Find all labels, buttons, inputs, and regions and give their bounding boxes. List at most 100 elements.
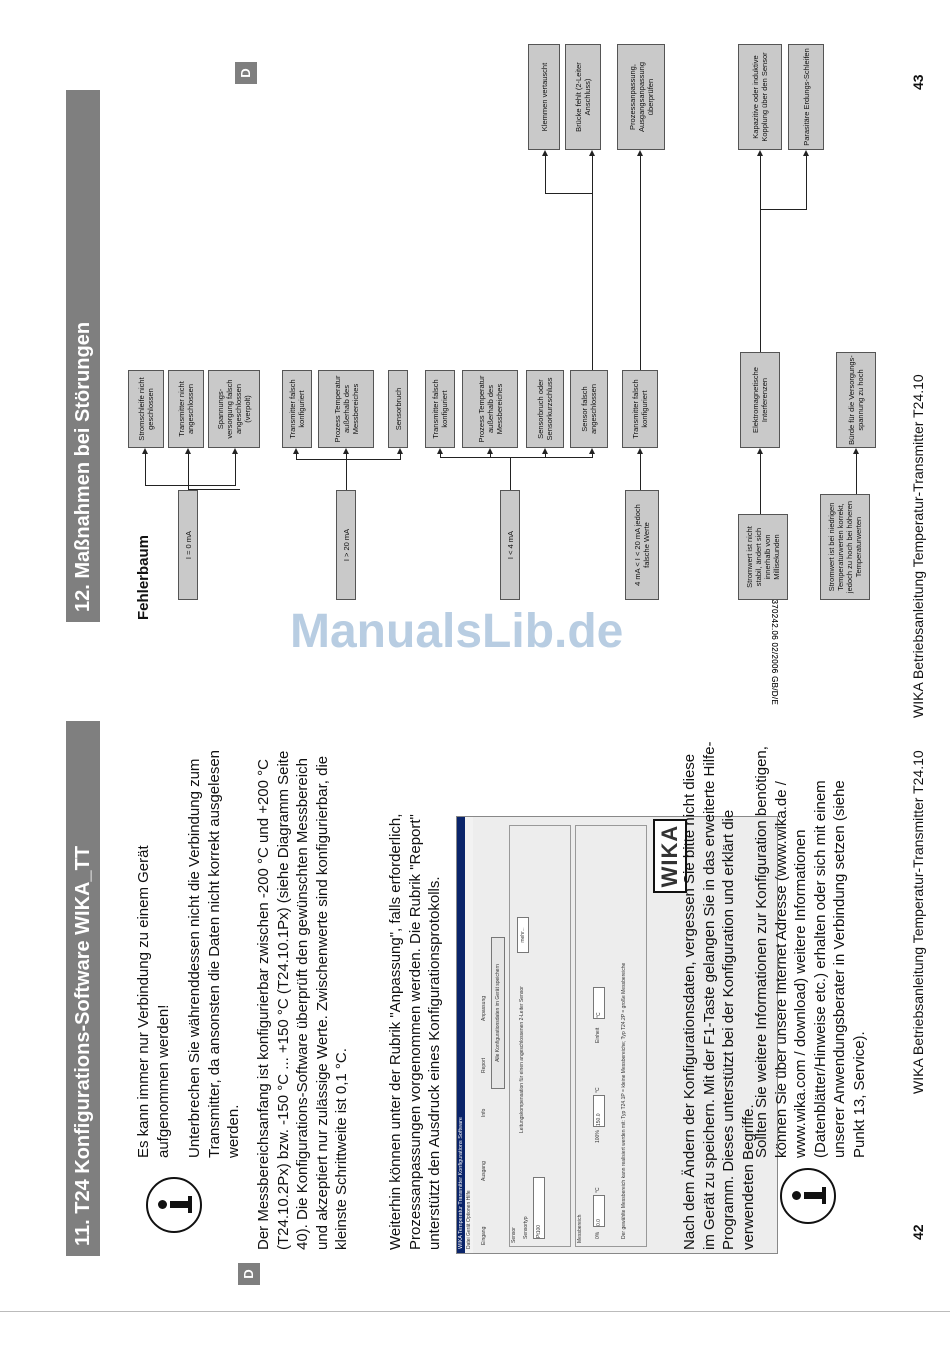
arrow-head xyxy=(232,448,238,454)
connector xyxy=(806,152,807,210)
connector xyxy=(235,450,236,486)
screenshot-tab-info[interactable]: Info xyxy=(481,1108,487,1117)
sub-cause-box: Brücke fehlt (2-Leiter Anschluss) xyxy=(565,44,601,150)
cause-box: Transmitter falsch konfiguriert xyxy=(622,370,658,448)
condition-box-3: I < 4 mA xyxy=(500,490,520,600)
paragraph-range: Der Messbereichsanfang ist konfigurierba… xyxy=(254,740,364,1250)
screenshot-range-end-input[interactable]: 150.0 xyxy=(593,1095,605,1127)
arrow-head xyxy=(142,448,148,454)
cause-box: Sensorbruch oder Sensorkurzschluss xyxy=(526,370,564,448)
screenshot-sensortyp-label: Sensortyp xyxy=(523,1216,529,1239)
cause-box: Sensorbruch xyxy=(388,370,408,448)
connector xyxy=(510,458,511,490)
page-fold-line xyxy=(0,1311,950,1312)
footer-right: WIKA Betriebsanleitung Temperatur-Transm… xyxy=(910,374,926,718)
connector xyxy=(145,485,235,486)
condition-box-4: 4 mA < I < 20 mA jedoch falsche Werte xyxy=(625,490,659,600)
arrow-head xyxy=(589,448,595,454)
info-note-1-line-1: Es kann immer nur Verbindung zu einem Ge… xyxy=(135,845,172,1158)
cause-box: Elektromagnetische Interferenzen xyxy=(740,352,780,448)
arrow-head xyxy=(757,448,763,454)
paragraph-range-text: Der Messbereichsanfang ist konfigurierba… xyxy=(255,750,350,1250)
connector xyxy=(188,450,189,486)
paragraph-anpassung: Weiterhin können unter der Rubrik "Anpas… xyxy=(386,740,457,1250)
arrow-head xyxy=(637,448,643,454)
arrow-head xyxy=(185,448,191,454)
screenshot-range-group xyxy=(575,825,647,1247)
screenshot-range-start-label: 0% xyxy=(595,1231,601,1239)
screenshot-sensor-label: Sensor xyxy=(511,1227,517,1243)
connector xyxy=(296,459,400,460)
connector xyxy=(640,450,641,490)
language-marker: D xyxy=(238,1263,260,1285)
cause-box: Prozess Temperatur außerhalb des Messber… xyxy=(462,370,518,448)
screenshot-lead-comp-label: Leitungskompensation für einen angeschlo… xyxy=(519,986,525,1133)
cause-box: Sensor falsch angeschlossen xyxy=(570,370,608,448)
arrow-head xyxy=(803,150,809,156)
arrow-head xyxy=(343,448,349,454)
connector xyxy=(440,457,592,458)
screenshot-range-note: Der gewählte Messbereich kann realisiert… xyxy=(621,962,627,1239)
connector xyxy=(346,460,347,490)
screenshot-tab-eingang[interactable]: Eingang xyxy=(481,1226,487,1245)
connector xyxy=(545,193,593,194)
info-note-1-line-2: Unterbrechen Sie währenddessen nicht die… xyxy=(186,749,242,1158)
section-title: 11. T24 Konfigurations-Software WIKA_TT xyxy=(72,845,94,1246)
cause-box: Stromschleife nicht geschlossen xyxy=(128,370,164,448)
connector xyxy=(760,210,761,352)
screenshot-tab-ausgang[interactable]: Ausgang xyxy=(481,1161,487,1181)
connector xyxy=(545,152,546,194)
info-icon xyxy=(146,1177,202,1233)
cause-box: Bürde für die Versorgungs-spannung zu ho… xyxy=(836,352,876,448)
arrow-head xyxy=(757,150,763,156)
condition-box-1: I = 0 mA xyxy=(178,490,198,600)
screenshot-more-button[interactable]: mehr... xyxy=(517,917,529,953)
cause-box: Transmitter nicht angeschlossen xyxy=(168,370,204,448)
arrow-head xyxy=(487,448,493,454)
arrow-head xyxy=(542,150,548,156)
arrow-head xyxy=(397,448,403,454)
connector xyxy=(145,450,146,486)
screenshot-tab-report[interactable]: Report xyxy=(481,1057,487,1073)
watermark: ManualsLib.de xyxy=(290,605,624,658)
screenshot-sensortyp-select[interactable]: Pt100 xyxy=(533,1177,545,1239)
connector xyxy=(856,450,857,494)
screenshot-menubar: Datei Gerät Optionen Hilfe xyxy=(465,817,473,1253)
sub-cause-box: Prozessanpassung, Ausgangsanpassung über… xyxy=(617,44,665,150)
connector xyxy=(188,489,240,490)
sub-cause-box: Kapazitive oder induktive Kopplung über … xyxy=(738,44,782,150)
info-note-2-text: Sollten Sie weitere Informationen zur Ko… xyxy=(753,746,868,1158)
arrow-head xyxy=(853,448,859,454)
cause-box: Prozess Temperatur außerhalb des Messber… xyxy=(318,370,374,448)
connector xyxy=(592,152,593,194)
connector xyxy=(760,152,761,210)
paragraph-anpassung-text: Weiterhin können unter der Rubrik "Anpas… xyxy=(387,813,443,1250)
connector xyxy=(640,152,641,370)
page-number-left: 42 xyxy=(910,1224,926,1240)
info-note-2: Sollten Sie weitere Informationen zur Ko… xyxy=(752,738,881,1158)
screenshot-tab-anpassung[interactable]: Anpassung xyxy=(481,995,487,1021)
screenshot-range-end-label: 100% xyxy=(595,1130,601,1143)
arrow-head xyxy=(589,150,595,156)
connector xyxy=(760,450,761,514)
screenshot-range-start-input[interactable]: 0.0 xyxy=(593,1195,605,1227)
footer-left: WIKA Betriebsanleitung Temperatur-Transm… xyxy=(910,750,926,1094)
condition-box-2: I > 20 mA xyxy=(336,490,356,600)
screenshot-unit-select[interactable]: °C xyxy=(593,987,605,1019)
paragraph-save-text: Nach dem Ändern der Konfigurationsdaten,… xyxy=(681,741,757,1250)
page-number-right: 43 xyxy=(910,74,926,90)
left-page: 11. T24 Konfigurations-Software WIKA_TT … xyxy=(0,595,950,1370)
condition-box-6: Stromwert ist bei niedrigen Temperaturwe… xyxy=(820,494,870,600)
screenshot-range-label: Messbereich xyxy=(577,1214,583,1243)
cause-box: Spannungs-versorgung falsch angeschlosse… xyxy=(208,370,260,448)
arrow-head xyxy=(637,150,643,156)
arrow-head xyxy=(542,448,548,454)
arrow-head xyxy=(437,448,443,454)
screenshot-save-button[interactable]: Alle Konfigurationsdaten im Gerät speich… xyxy=(491,937,505,1089)
sub-cause-box: Parasitäre Erdungs-Schleifen xyxy=(788,44,824,150)
arrow-head xyxy=(293,448,299,454)
screenshot-range-start-unit: °C xyxy=(595,1187,601,1193)
info-icon xyxy=(780,1168,836,1224)
sub-cause-box: Klemmen vertauscht xyxy=(528,44,560,150)
